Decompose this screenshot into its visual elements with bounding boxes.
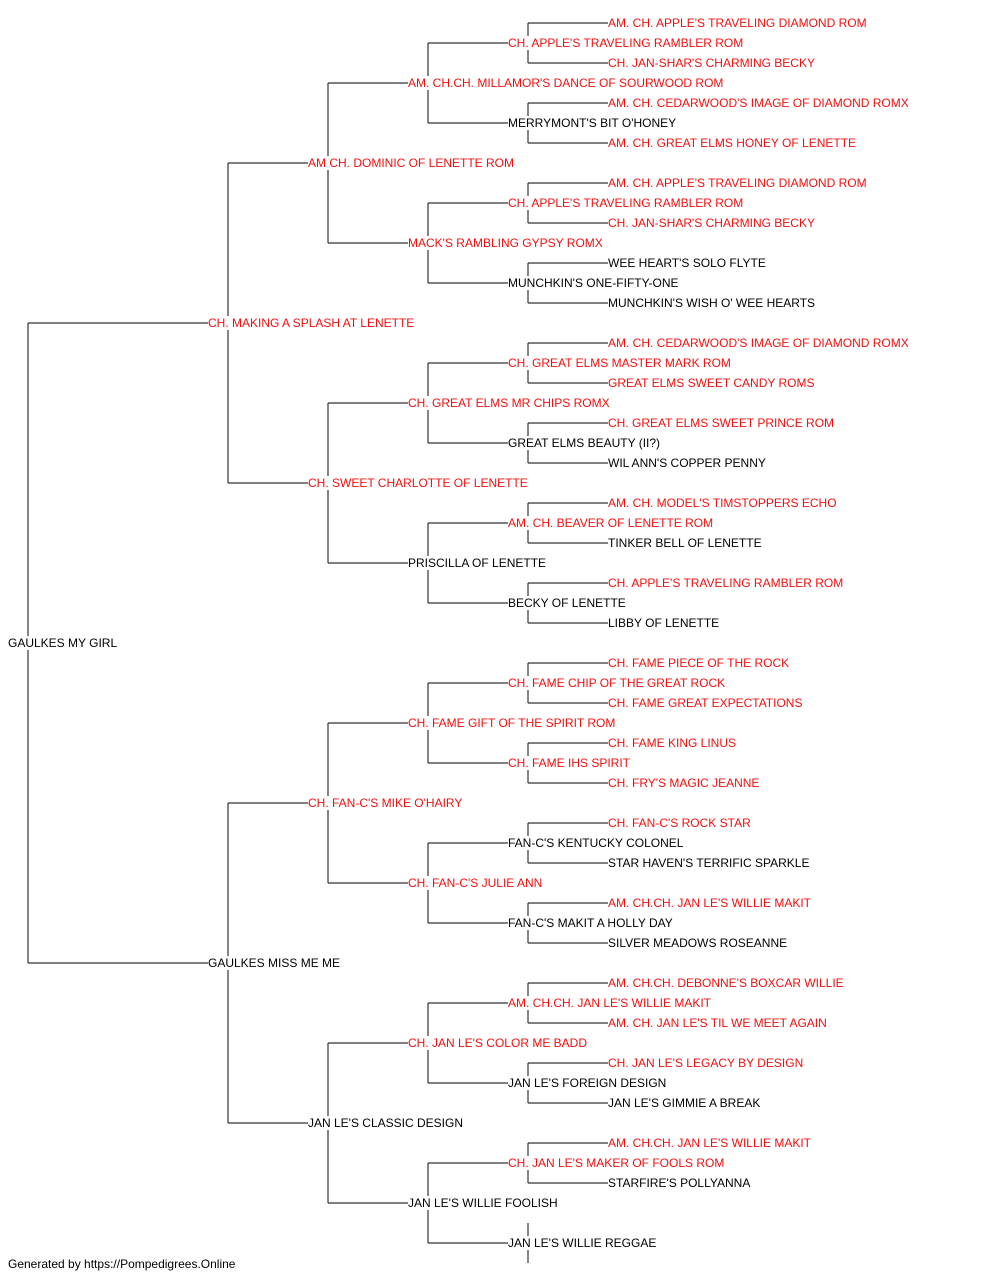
dog-name: CH. MAKING A SPLASH AT LENETTE xyxy=(208,316,417,330)
dog-name: CH. JAN LE'S MAKER OF FOOLS ROM xyxy=(508,1156,727,1170)
dog-name: CH. FAME IHS SPIRIT xyxy=(508,756,633,770)
dog-name: STARFIRE'S POLLYANNA xyxy=(608,1176,753,1190)
dog-name: AM. CH. GREAT ELMS HONEY OF LENETTE xyxy=(608,136,859,150)
dog-name: CH. GREAT ELMS MR CHIPS ROMX xyxy=(408,396,612,410)
dog-name: CH. FAME PIECE OF THE ROCK xyxy=(608,656,792,670)
dog-name: CH. SWEET CHARLOTTE OF LENETTE xyxy=(308,476,530,490)
dog-name: WEE HEART'S SOLO FLYTE xyxy=(608,256,768,270)
dog-name: BECKY OF LENETTE xyxy=(508,596,628,610)
dog-name: CH. GREAT ELMS MASTER MARK ROM xyxy=(508,356,733,370)
dog-name: FAN-C'S MAKIT A HOLLY DAY xyxy=(508,916,675,930)
dog-name: CH. JAN-SHAR'S CHARMING BECKY xyxy=(608,216,817,230)
dog-name: CH. FRY'S MAGIC JEANNE xyxy=(608,776,762,790)
dog-name: JAN LE'S GIMMIE A BREAK xyxy=(608,1096,763,1110)
dog-name: AM. CH. JAN LE'S TIL WE MEET AGAIN xyxy=(608,1016,829,1030)
dog-name: TINKER BELL OF LENETTE xyxy=(608,536,764,550)
dog-name: WIL ANN'S COPPER PENNY xyxy=(608,456,768,470)
dog-name: AM. CH. MODEL'S TIMSTOPPERS ECHO xyxy=(608,496,839,510)
dog-name: CH. FAN-C'S MIKE O'HAIRY xyxy=(308,796,465,810)
dog-name: AM. CH.CH. JAN LE'S WILLIE MAKIT xyxy=(608,896,813,910)
dog-name: AM. CH. APPLE'S TRAVELING DIAMOND ROM xyxy=(608,16,869,30)
dog-name: JAN LE'S WILLIE REGGAE xyxy=(508,1236,659,1250)
dog-name: CH. FAME KING LINUS xyxy=(608,736,739,750)
dog-name: STAR HAVEN'S TERRIFIC SPARKLE xyxy=(608,856,812,870)
dog-name: PRISCILLA OF LENETTE xyxy=(408,556,549,570)
dog-name: GAULKES MY GIRL xyxy=(8,636,120,650)
dog-name: FAN-C'S KENTUCKY COLONEL xyxy=(508,836,686,850)
dog-name: CH. FAN-C'S ROCK STAR xyxy=(608,816,753,830)
dog-name: GREAT ELMS BEAUTY (II?) xyxy=(508,436,663,450)
dog-name: CH. APPLE'S TRAVELING RAMBLER ROM xyxy=(508,196,746,210)
dog-name: MUNCHKIN'S WISH O' WEE HEARTS xyxy=(608,296,818,310)
dog-name: CH. JAN-SHAR'S CHARMING BECKY xyxy=(608,56,817,70)
dog-name: CH. JAN LE'S COLOR ME BADD xyxy=(408,1036,589,1050)
dog-name: AM. CH. CEDARWOOD'S IMAGE OF DIAMOND ROM… xyxy=(608,96,911,110)
dog-name: AM. CH.CH. DEBONNE'S BOXCAR WILLIE xyxy=(608,976,846,990)
dog-name: AM. CH. CEDARWOOD'S IMAGE OF DIAMOND ROM… xyxy=(608,336,911,350)
dog-name: LIBBY OF LENETTE xyxy=(608,616,722,630)
dog-name: CH. FAME GREAT EXPECTATIONS xyxy=(608,696,805,710)
dog-name: MACK'S RAMBLING GYPSY ROMX xyxy=(408,236,605,250)
dog-name: AM. CH. BEAVER OF LENETTE ROM xyxy=(508,516,716,530)
dog-name: CH. JAN LE'S LEGACY BY DESIGN xyxy=(608,1056,806,1070)
dog-name: AM. CH.CH. JAN LE'S WILLIE MAKIT xyxy=(508,996,713,1010)
dog-name: CH. FAME GIFT OF THE SPIRIT ROM xyxy=(408,716,618,730)
dog-name: JAN LE'S CLASSIC DESIGN xyxy=(308,1116,466,1130)
dog-name: SILVER MEADOWS ROSEANNE xyxy=(608,936,790,950)
dog-name: AM CH. DOMINIC OF LENETTE ROM xyxy=(308,156,517,170)
dog-name: AM. CH.CH. JAN LE'S WILLIE MAKIT xyxy=(608,1136,813,1150)
dog-name: AM. CH.CH. MILLAMOR'S DANCE OF SOURWOOD … xyxy=(408,76,726,90)
dog-name: MUNCHKIN'S ONE-FIFTY-ONE xyxy=(508,276,681,290)
dog-name: CH. GREAT ELMS SWEET PRINCE ROM xyxy=(608,416,837,430)
dog-name: GREAT ELMS SWEET CANDY ROMS xyxy=(608,376,817,390)
dog-name: CH. FAN-C'S JULIE ANN xyxy=(408,876,545,890)
dog-name: AM. CH. APPLE'S TRAVELING DIAMOND ROM xyxy=(608,176,869,190)
generated-by-footer: Generated by https://Pompedigrees.Online xyxy=(8,1257,236,1271)
dog-name: CH. APPLE'S TRAVELING RAMBLER ROM xyxy=(508,36,746,50)
dog-name: MERRYMONT'S BIT O'HONEY xyxy=(508,116,679,130)
dog-name: JAN LE'S WILLIE FOOLISH xyxy=(408,1196,560,1210)
dog-name: JAN LE'S FOREIGN DESIGN xyxy=(508,1076,669,1090)
dog-name: CH. FAME CHIP OF THE GREAT ROCK xyxy=(508,676,728,690)
dog-name: CH. APPLE'S TRAVELING RAMBLER ROM xyxy=(608,576,846,590)
dog-name: GAULKES MISS ME ME xyxy=(208,956,343,970)
